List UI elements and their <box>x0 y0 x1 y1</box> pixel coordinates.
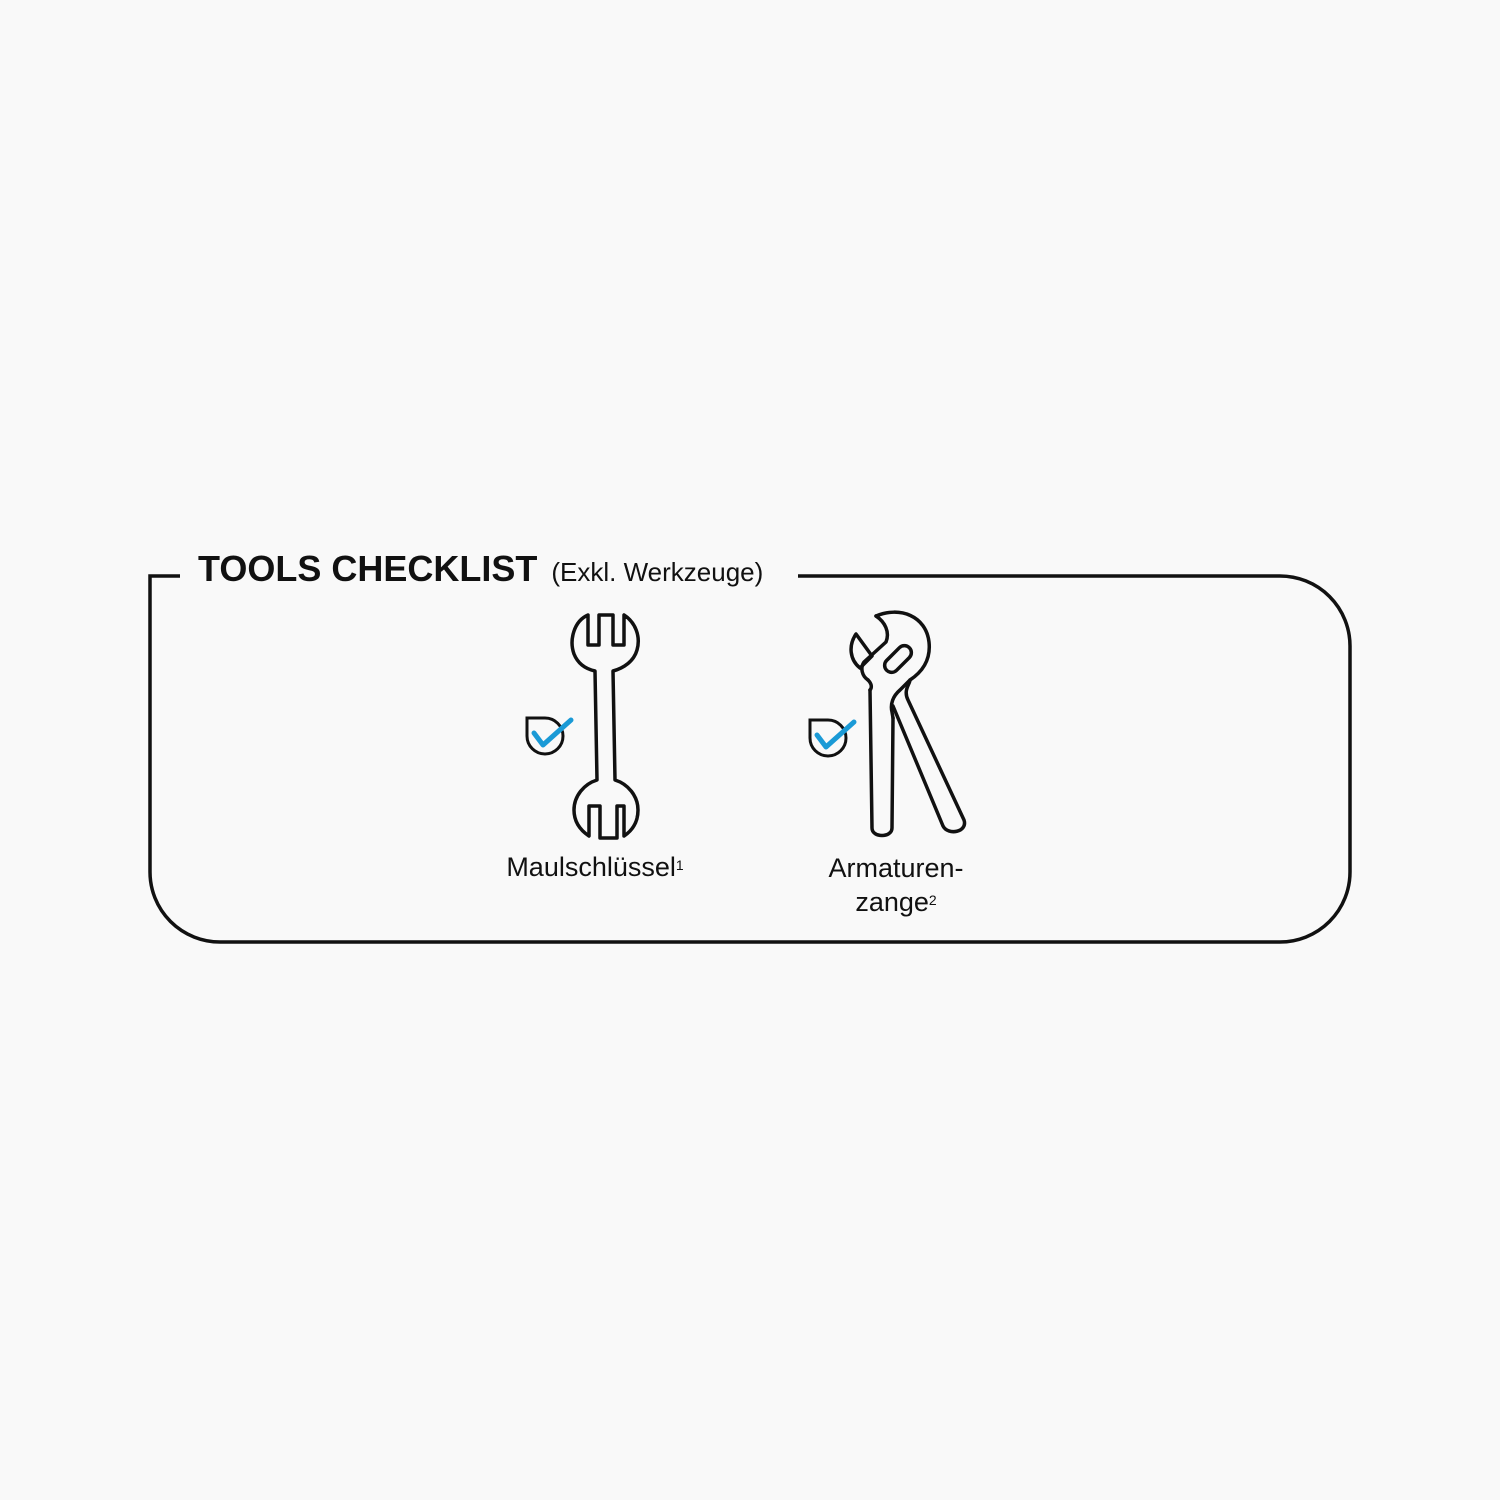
checklist-heading: TOOLS CHECKLIST (Exkl. Werkzeuge) <box>184 548 778 590</box>
tool-label-wrench: Maulschlüssel1 <box>506 852 684 882</box>
tool-label-pliers: Armaturen- zange2 <box>828 853 964 917</box>
footnote-marker: 1 <box>675 857 684 873</box>
footnote-marker: 2 <box>928 892 937 908</box>
checklist-title: TOOLS CHECKLIST <box>198 548 538 589</box>
checklist-subtitle: (Exkl. Werkzeuge) <box>551 557 764 587</box>
